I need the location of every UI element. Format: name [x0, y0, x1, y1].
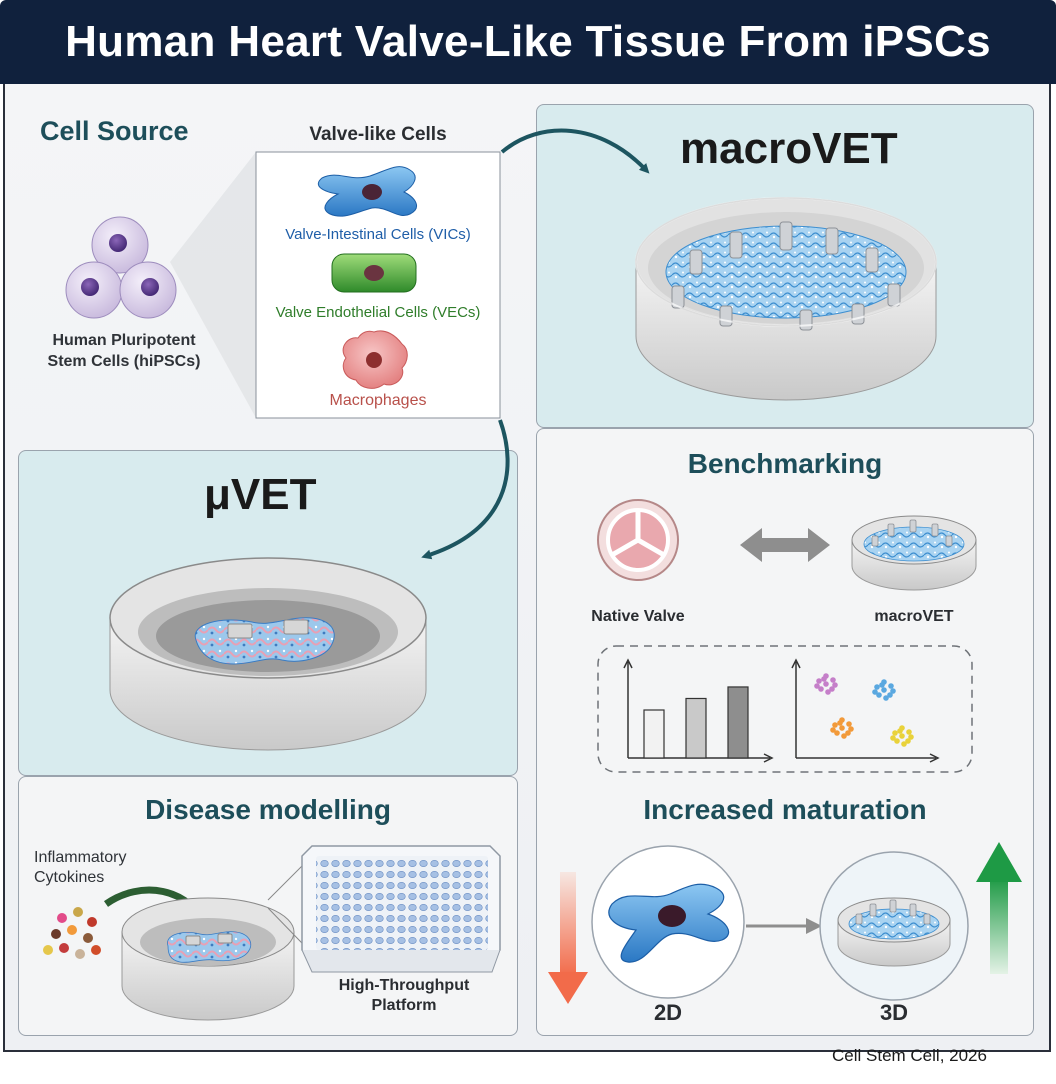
vec-cell-icon — [331, 253, 417, 293]
double-arrow-icon — [740, 528, 830, 562]
scatter-point — [837, 720, 843, 726]
zoom-wedge — [170, 152, 256, 418]
scatter-point — [830, 677, 836, 683]
disease-heading: Disease modelling — [145, 794, 391, 825]
stem-cells-label: Human Pluripotent Stem Cells (hiPSCs) — [47, 332, 201, 370]
scatter-point — [906, 729, 912, 735]
macrovet-heading: macroVET — [680, 124, 898, 173]
scatter-point — [879, 682, 885, 688]
well-plate — [301, 845, 501, 973]
scatter-point — [839, 725, 845, 731]
scatter-point — [881, 687, 887, 693]
stem-cell — [65, 261, 123, 319]
macrophage-icon — [342, 330, 408, 389]
scatter-point — [845, 730, 851, 736]
title-bar: Human Heart Valve-Like Tissue From iPSCs — [0, 0, 1056, 84]
arrow-to-macrovet — [500, 128, 650, 174]
arrow-to-muvet — [421, 419, 510, 560]
stem-cells-cluster — [65, 216, 177, 319]
bars-group — [643, 686, 749, 759]
bar-2 — [685, 697, 707, 759]
bar-3 — [727, 686, 749, 759]
stem-cell — [91, 216, 149, 274]
scatter-point — [829, 686, 835, 692]
bar-1 — [643, 709, 665, 759]
native-valve-icon — [597, 499, 679, 581]
analysis-box — [597, 645, 973, 773]
scatter-point — [876, 692, 882, 698]
vec-label: Valve Endothelial Cells (VECs) — [275, 304, 481, 321]
scatter-point — [897, 728, 903, 734]
valve-cells-heading: Valve-like Cells — [309, 124, 447, 145]
scatter-point — [888, 683, 894, 689]
scatter-point — [821, 676, 827, 682]
scatter-point — [832, 682, 838, 688]
muvet-tissue — [194, 617, 335, 665]
muvet-heading: μVET — [204, 470, 317, 519]
scatter-point — [841, 733, 847, 739]
platform-label: High-Throughput Platform — [338, 977, 470, 1014]
macrovet-small-label: macroVET — [874, 608, 954, 625]
scatter-point — [823, 681, 829, 687]
mini-bar-chart — [623, 658, 774, 763]
vic-cell-icon — [317, 166, 418, 217]
scatter-point — [825, 689, 831, 695]
cytokine-beads — [43, 907, 101, 959]
scatter-point — [874, 684, 880, 690]
cell-source-heading: Cell Source — [40, 116, 189, 146]
scatter-point — [890, 735, 896, 741]
small-dish — [121, 897, 295, 1021]
vic-label: Valve-Intestinal Cells (VICs) — [285, 226, 471, 243]
scatter-point — [848, 726, 854, 732]
scatter-point — [887, 692, 893, 698]
scatter-point — [883, 695, 889, 701]
increase-arrow-icon — [976, 842, 1022, 974]
macrophage-label: Macrophages — [329, 392, 427, 409]
2d-to-3d-arrow — [746, 918, 822, 934]
scatter-point — [830, 727, 836, 733]
muvet-dish — [109, 557, 427, 751]
label-2d: 2D — [653, 1000, 683, 1025]
stem-cell — [119, 261, 177, 319]
scatter-point — [899, 733, 905, 739]
scatter-group — [814, 673, 914, 747]
label-3d: 3D — [879, 1000, 909, 1025]
citation: Cell Stem Cell, 2026 — [832, 1046, 987, 1065]
decrease-arrow-icon — [548, 872, 588, 1004]
page-title: Human Heart Valve-Like Tissue From iPSCs — [65, 17, 991, 66]
scatter-point — [908, 734, 914, 740]
scatter-point — [846, 721, 852, 727]
mini-scatter-plot — [791, 658, 940, 763]
3d-dish-circle — [819, 851, 969, 1001]
native-valve-label: Native Valve — [591, 608, 685, 625]
scatter-point — [834, 730, 840, 736]
scatter-point — [901, 741, 907, 747]
scatter-point — [818, 686, 824, 692]
scatter-point — [832, 722, 838, 728]
scatter-point — [905, 738, 911, 744]
benchmarking-heading: Benchmarking — [687, 448, 883, 479]
scatter-point — [894, 738, 900, 744]
scatter-point — [892, 730, 898, 736]
macrovet-dish — [635, 197, 937, 401]
scatter-point — [890, 688, 896, 694]
scatter-point — [872, 689, 878, 695]
maturation-heading: Increased maturation — [643, 794, 927, 825]
2d-cell-circle — [591, 845, 745, 999]
scatter-point — [814, 683, 820, 689]
scatter-point — [816, 678, 822, 684]
macrovet-mini-dish — [851, 515, 977, 591]
cytokines-label: Inflammatory Cytokines — [34, 849, 127, 886]
